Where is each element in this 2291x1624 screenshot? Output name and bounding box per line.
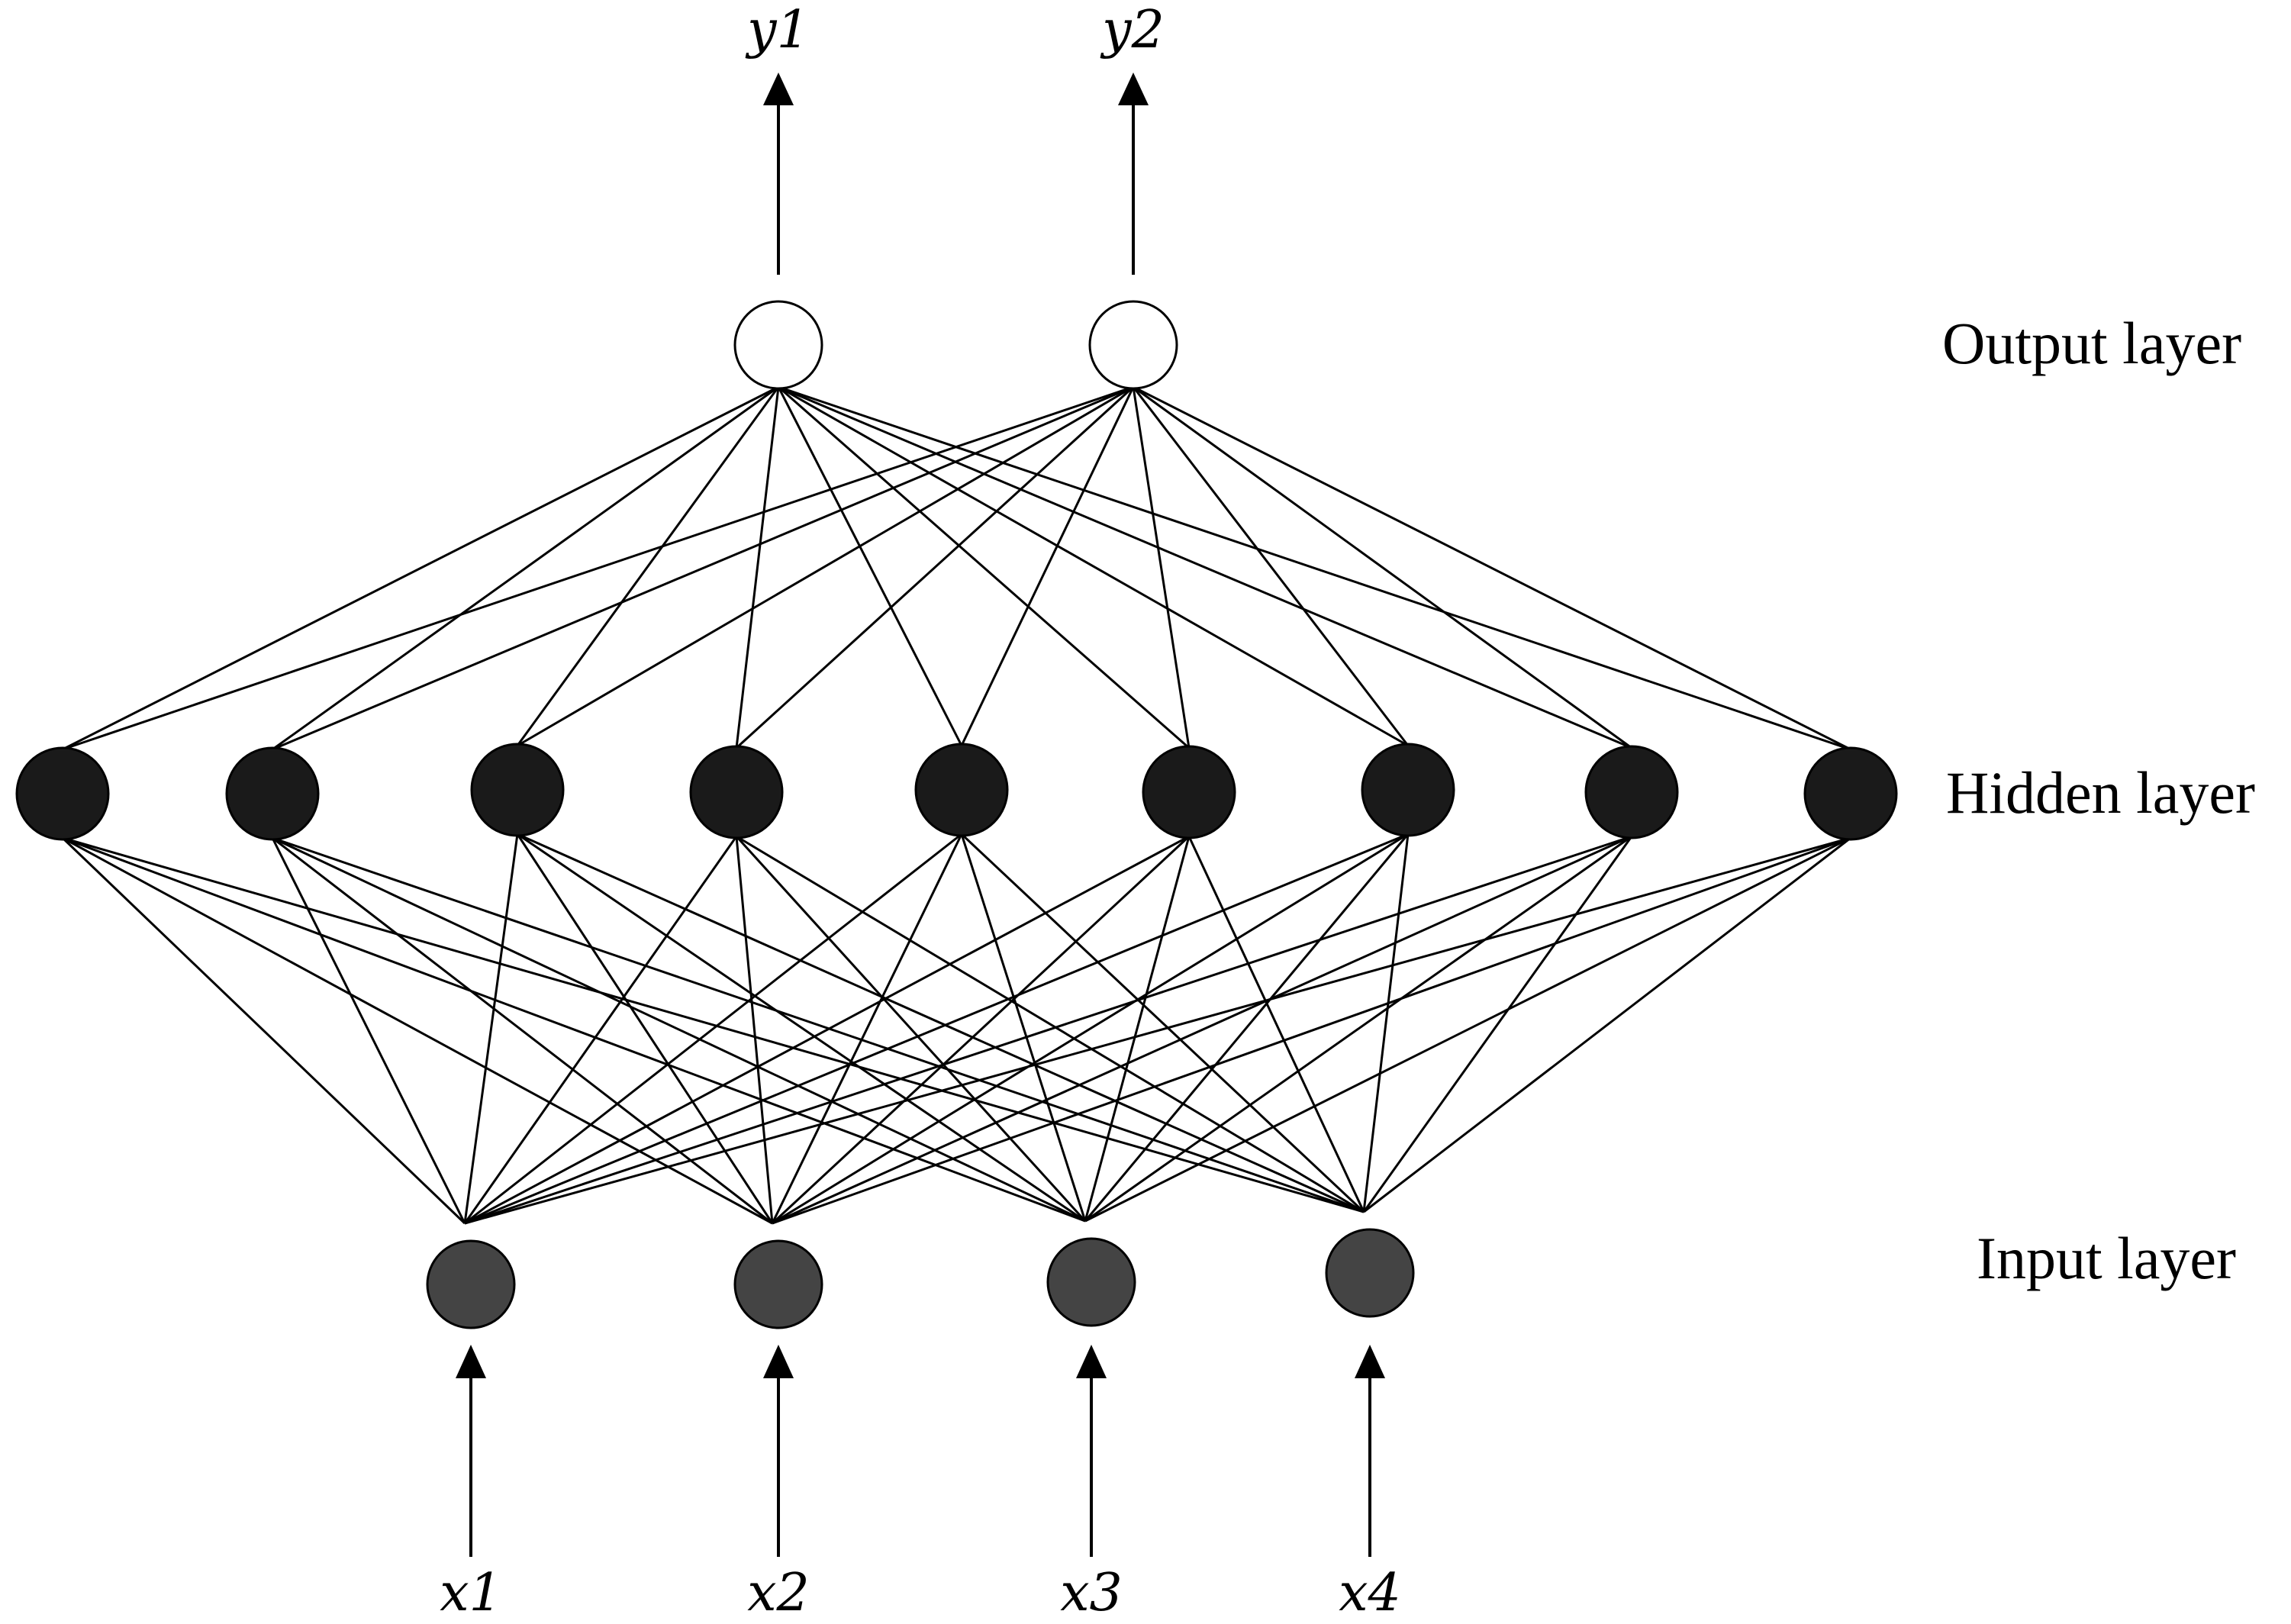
edge-hidden8-input4: [1362, 836, 1633, 1213]
connection-lines: [61, 385, 1851, 1225]
output-node-1: [733, 300, 823, 390]
edge-output2-hidden1: [62, 385, 1134, 751]
edge-output1-hidden5: [777, 386, 963, 746]
edge-hidden6-input2: [771, 835, 1191, 1225]
network-nodes: [15, 300, 1898, 1329]
edge-output2-hidden8: [1133, 385, 1632, 749]
hidden-node-9: [1803, 746, 1898, 841]
edge-output1-hidden6: [778, 385, 1190, 749]
edge-hidden4-input1: [463, 836, 738, 1224]
edge-hidden9-input1: [464, 836, 1851, 1225]
edge-output2-hidden7: [1132, 386, 1410, 746]
edge-hidden3-input2: [516, 833, 774, 1224]
io-arrows: [456, 72, 1385, 1557]
edge-hidden6-input1: [464, 835, 1190, 1225]
edge-hidden8-input2: [772, 835, 1632, 1225]
variable-labels: y1 y2 x1 x2 x3 x4: [440, 0, 1401, 1623]
output-label-y2: y2: [1100, 0, 1165, 60]
output-layer-label: Output layer: [1942, 310, 2241, 376]
edge-hidden1-input4: [62, 836, 1365, 1213]
edge-hidden7-input2: [772, 833, 1409, 1225]
edge-hidden5-input4: [960, 833, 1365, 1213]
hidden-node-8: [1584, 745, 1679, 839]
edge-hidden1-input2: [62, 836, 773, 1225]
edge-hidden3-input4: [517, 833, 1365, 1213]
hidden-layer-label: Hidden layer: [1946, 759, 2255, 826]
edge-hidden2-input4: [272, 836, 1365, 1213]
edge-output1-hidden3: [516, 386, 780, 746]
edge-hidden2-input1: [271, 837, 466, 1224]
edge-hidden1-input1: [61, 836, 466, 1225]
edge-hidden2-input3: [272, 836, 1086, 1223]
output-label-y1: y1: [745, 0, 810, 60]
edge-hidden7-input4: [1362, 833, 1410, 1213]
edge-output1-hidden7: [778, 385, 1409, 747]
input-layer-label: Input layer: [1977, 1225, 2236, 1291]
edge-hidden3-input3: [517, 833, 1086, 1223]
edge-hidden7-input1: [464, 833, 1409, 1225]
input-arrow-1-head: [456, 1345, 486, 1378]
hidden-node-6: [1142, 745, 1236, 839]
edge-hidden2-input2: [272, 836, 773, 1225]
edge-output2-hidden3: [517, 385, 1134, 747]
input-label-x3: x3: [1060, 1563, 1123, 1623]
input-label-x2: x2: [747, 1563, 810, 1623]
edge-hidden9-input2: [772, 836, 1851, 1225]
edge-hidden6-input4: [1187, 836, 1365, 1213]
edge-hidden1-input3: [62, 836, 1086, 1223]
hidden-node-1: [15, 746, 110, 841]
output-arrow-1-head: [763, 72, 794, 105]
input-arrow-2-head: [763, 1345, 794, 1378]
edge-hidden4-input2: [735, 836, 774, 1224]
input-node-4: [1325, 1228, 1415, 1318]
edge-output2-hidden5: [960, 386, 1135, 746]
edge-hidden6-input3: [1084, 836, 1191, 1222]
edge-hidden5-input1: [464, 833, 962, 1225]
input-label-x4: x4: [1339, 1563, 1401, 1623]
input-arrow-4-head: [1355, 1345, 1385, 1378]
edge-output2-hidden6: [1132, 386, 1191, 749]
edge-output2-hidden2: [272, 385, 1134, 751]
input-node-3: [1046, 1237, 1136, 1327]
edge-hidden7-input3: [1084, 833, 1410, 1222]
input-node-2: [733, 1239, 823, 1329]
output-arrow-2-head: [1118, 72, 1149, 105]
edge-hidden3-input1: [463, 833, 519, 1224]
edge-output1-hidden1: [62, 385, 779, 751]
hidden-node-3: [470, 743, 565, 837]
edge-hidden4-input3: [735, 835, 1087, 1223]
edge-hidden8-input3: [1084, 835, 1632, 1223]
edge-output1-hidden4: [735, 386, 780, 749]
edge-output1-hidden2: [272, 385, 779, 751]
input-node-1: [426, 1239, 516, 1329]
edge-output1-hidden9: [778, 385, 1851, 751]
input-label-x1: x1: [440, 1563, 502, 1623]
output-node-2: [1088, 300, 1178, 390]
input-arrow-3-head: [1076, 1345, 1107, 1378]
edge-hidden5-input3: [960, 833, 1087, 1222]
edge-hidden5-input2: [771, 833, 963, 1224]
hidden-node-2: [225, 746, 320, 841]
hidden-node-4: [689, 745, 784, 839]
hidden-node-7: [1361, 743, 1455, 837]
edge-hidden9-input3: [1084, 836, 1851, 1223]
edge-output1-hidden8: [778, 385, 1632, 749]
edge-hidden4-input4: [736, 835, 1365, 1213]
edge-hidden8-input1: [464, 835, 1632, 1225]
hidden-node-5: [914, 743, 1009, 837]
edge-output2-hidden9: [1133, 385, 1851, 751]
edge-hidden9-input4: [1363, 836, 1851, 1213]
edge-output2-hidden4: [735, 385, 1135, 749]
